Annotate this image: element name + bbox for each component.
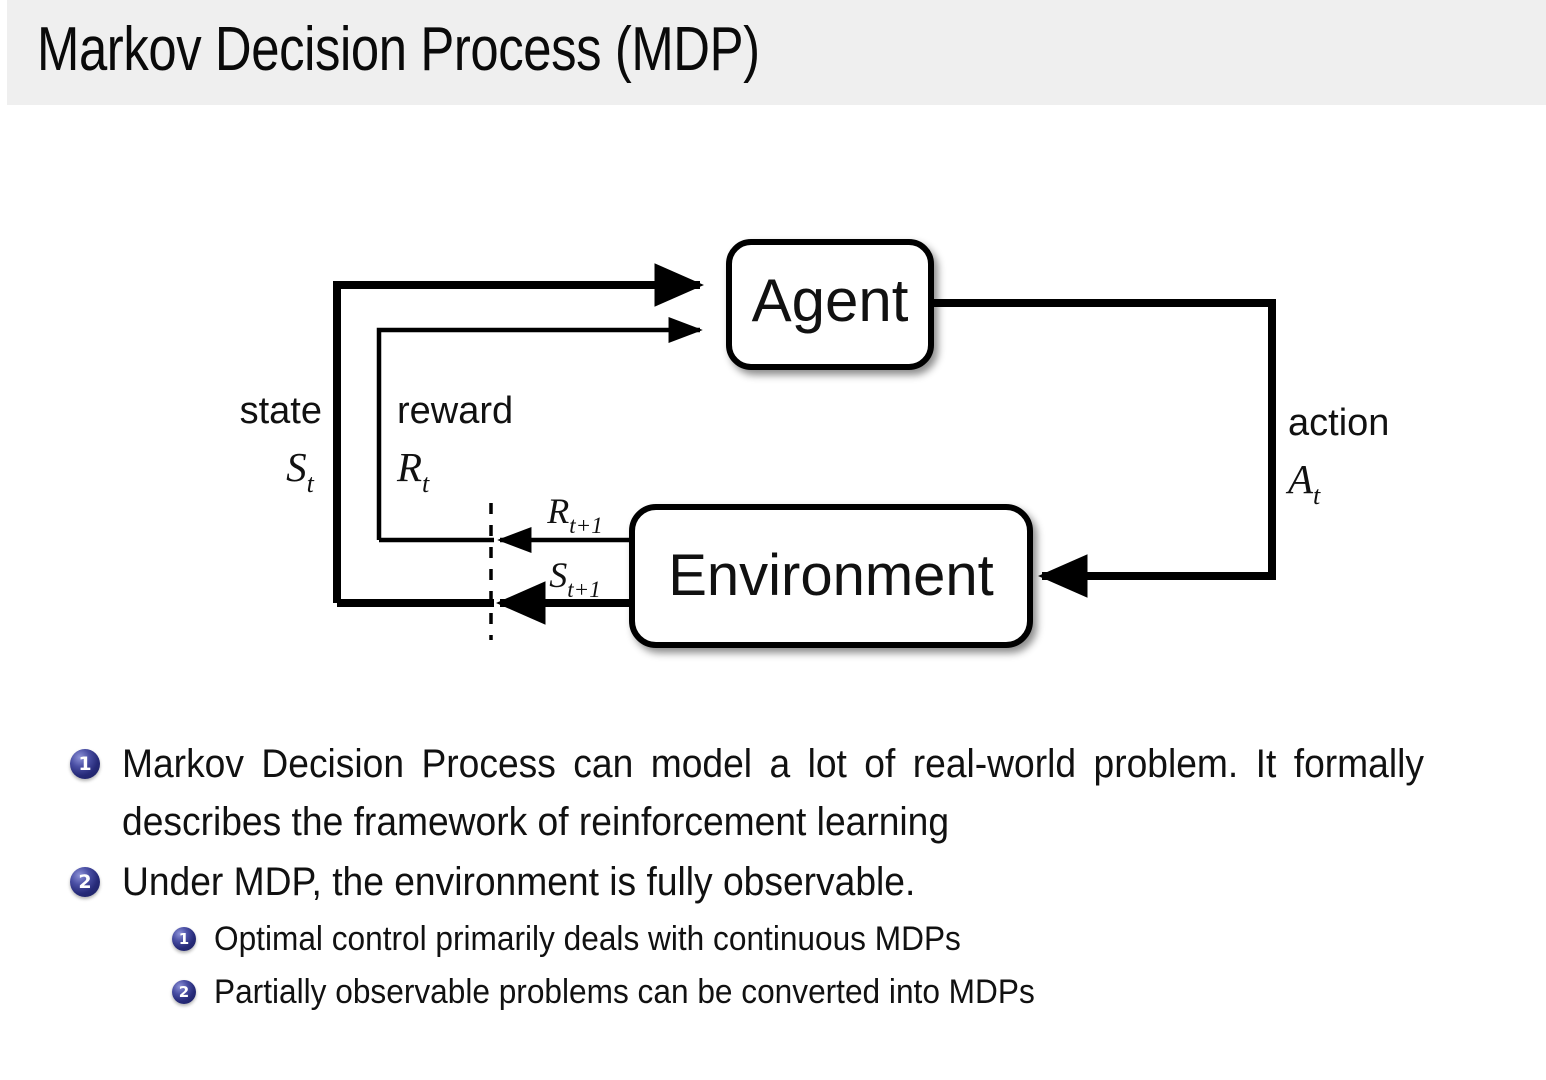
action-label-group: action At [1285, 402, 1389, 510]
action-label: action [1288, 402, 1389, 444]
list-item[interactable]: 1 Markov Decision Process can model a lo… [70, 735, 1546, 851]
state-edge [333, 263, 704, 603]
state-label: state [240, 390, 322, 432]
sub-bullet-text: Optimal control primarily deals with con… [214, 920, 961, 958]
mdp-diagram: Agent Environment state St reward Rt [0, 105, 1546, 695]
reward-edge [376, 317, 703, 540]
environment-label: Environment [668, 543, 994, 608]
agent-node[interactable]: Agent [726, 239, 934, 370]
reward-next-label: Rt+1 [546, 491, 602, 538]
agent-label: Agent [752, 267, 909, 334]
reward-label: reward [397, 390, 513, 432]
action-edge [933, 299, 1276, 598]
list-item[interactable]: 1 Optimal control primarily deals with c… [172, 913, 1546, 966]
list-item[interactable]: 2 Under MDP, the environment is fully ob… [70, 853, 1546, 911]
svg-text:At: At [1285, 456, 1321, 510]
bullet-text: Under MDP, the environment is fully obse… [122, 860, 916, 904]
list-item[interactable]: 2 Partially observable problems can be c… [172, 966, 1546, 1019]
bullet-list-level1: 1 Markov Decision Process can model a lo… [0, 735, 1546, 1019]
action-subscript: t [1313, 481, 1321, 510]
action-symbol: A [1285, 456, 1314, 502]
state-next-label: St+1 [549, 555, 600, 602]
reward-symbol: R [396, 444, 422, 490]
svg-text:St: St [286, 444, 315, 498]
reward-label-group: reward Rt [396, 390, 513, 498]
state-label-group: state St [240, 390, 322, 498]
page-title: Markov Decision Process (MDP) [37, 15, 760, 84]
slide-header-bar: Markov Decision Process (MDP) [7, 0, 1546, 105]
bullet-marker-2: 2 [70, 867, 100, 897]
bullet-list-container: 1 Markov Decision Process can model a lo… [0, 735, 1546, 1019]
bullet-text: Markov Decision Process can model a lot … [122, 742, 1424, 844]
sub-bullet-text: Partially observable problems can be con… [214, 973, 1035, 1011]
state-subscript: t [307, 469, 315, 498]
bullet-marker-1: 1 [70, 749, 100, 779]
sub-bullet-marker-1: 1 [172, 927, 196, 951]
environment-node[interactable]: Environment [629, 504, 1033, 648]
svg-text:Rt: Rt [396, 444, 430, 498]
reward-subscript: t [422, 469, 430, 498]
state-symbol: S [286, 444, 307, 490]
sub-bullet-marker-2: 2 [172, 980, 196, 1004]
bullet-list-level2: 1 Optimal control primarily deals with c… [0, 913, 1546, 1019]
